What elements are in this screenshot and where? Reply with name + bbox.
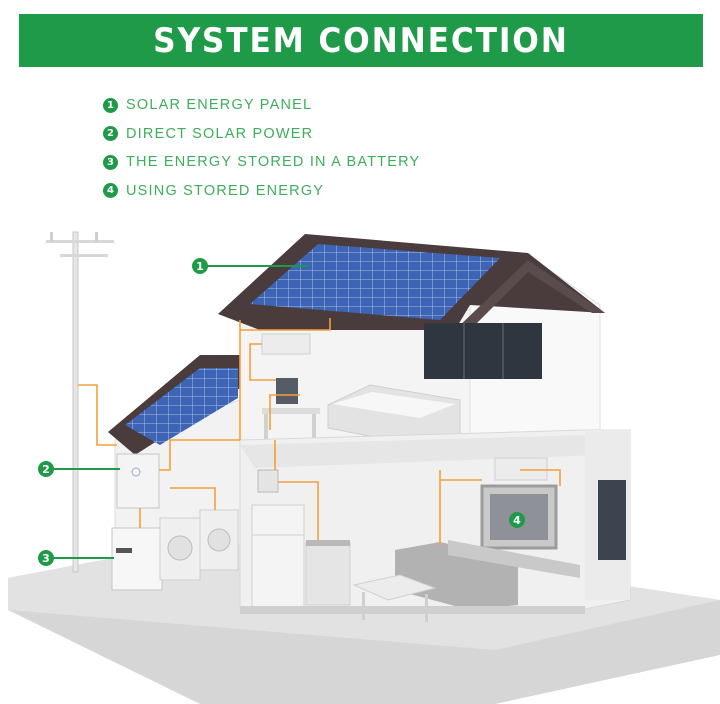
callout-number: 3 — [42, 552, 50, 565]
upper-window — [424, 323, 542, 379]
legend-item-4: 4 USING STORED ENERGY — [103, 177, 420, 206]
legend-label: DIRECT SOLAR POWER — [126, 125, 314, 142]
wall-meter — [257, 469, 279, 493]
solar-panel-small — [125, 368, 238, 445]
legend-number-badge: 1 — [103, 97, 118, 113]
floor-edge — [240, 606, 585, 614]
legend-item-3: 3 THE ENERGY STORED IN A BATTERY — [103, 148, 420, 177]
stove — [305, 542, 351, 606]
legend-number-badge: 4 — [103, 183, 118, 199]
legend-label: USING STORED ENERGY — [126, 182, 325, 199]
callout-number: 2 — [42, 463, 50, 476]
main-house — [218, 234, 605, 447]
air-conditioner-upper — [261, 333, 311, 355]
callout-number: 1 — [196, 260, 204, 273]
legend-item-2: 2 DIRECT SOLAR POWER — [103, 120, 420, 149]
page-title: SYSTEM CONNECTION — [153, 20, 569, 61]
legend: 1 SOLAR ENERGY PANEL 2 DIRECT SOLAR POWE… — [103, 91, 420, 205]
legend-item-1: 1 SOLAR ENERGY PANEL — [103, 91, 420, 120]
legend-number-badge: 3 — [103, 154, 118, 170]
air-conditioner-lower — [494, 457, 548, 481]
callout-1: 1 — [192, 258, 308, 274]
monitor — [276, 378, 298, 404]
wiring — [78, 318, 561, 545]
lower-floor — [239, 429, 631, 622]
side-window — [598, 480, 626, 560]
battery-unit — [111, 527, 163, 591]
callout-number: 4 — [513, 514, 521, 527]
solar-panel-main — [250, 244, 500, 320]
utility-pole — [46, 231, 114, 573]
equipment — [111, 453, 239, 591]
title-banner: SYSTEM CONNECTION — [19, 14, 703, 67]
callout-2: 2 — [38, 461, 120, 477]
legend-label: THE ENERGY STORED IN A BATTERY — [126, 154, 421, 171]
legend-label: SOLAR ENERGY PANEL — [126, 97, 313, 114]
table — [352, 574, 437, 601]
legend-number-badge: 2 — [103, 126, 118, 142]
callout-3: 3 — [38, 550, 114, 566]
callout-4: 4 — [509, 512, 525, 528]
inverter — [116, 453, 160, 509]
side-building — [108, 355, 241, 546]
fridge — [251, 504, 305, 614]
